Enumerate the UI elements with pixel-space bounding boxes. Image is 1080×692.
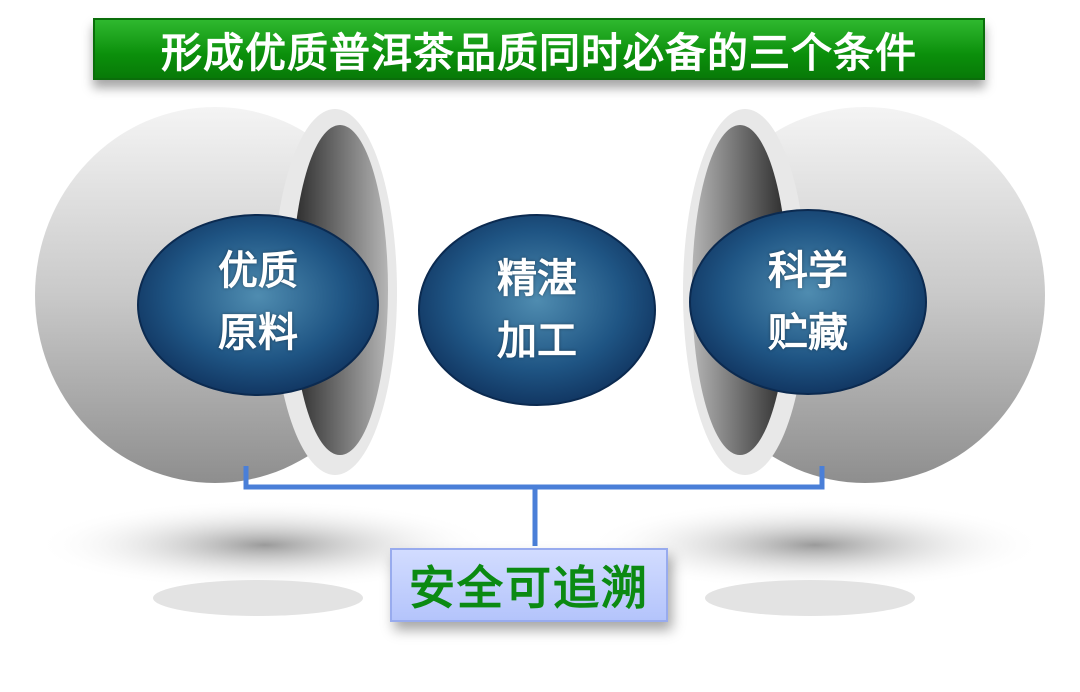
bubble-raw-material bbox=[137, 214, 379, 396]
right-shadow bbox=[585, 500, 1045, 590]
bubble-storage bbox=[689, 209, 927, 395]
foundation-box: 安全可追溯 bbox=[390, 548, 668, 622]
bubble-processing bbox=[418, 214, 656, 406]
condition-line: 优质 bbox=[218, 248, 298, 294]
page-title: 形成优质普洱茶品质同时必备的三个条件 bbox=[93, 18, 985, 80]
condition-line: 贮藏 bbox=[768, 310, 848, 356]
left-shadow bbox=[35, 500, 495, 590]
condition-processing: 精湛 加工 bbox=[437, 248, 637, 372]
condition-line: 加工 bbox=[497, 318, 577, 364]
condition-line: 精湛 bbox=[497, 256, 577, 302]
right-reflection bbox=[705, 580, 915, 616]
bracket-connector bbox=[243, 466, 825, 546]
condition-line: 原料 bbox=[218, 310, 298, 356]
condition-raw-material: 优质 原料 bbox=[158, 240, 358, 364]
condition-line: 科学 bbox=[768, 248, 848, 294]
condition-storage: 科学 贮藏 bbox=[708, 240, 908, 364]
left-reflection bbox=[153, 580, 363, 616]
